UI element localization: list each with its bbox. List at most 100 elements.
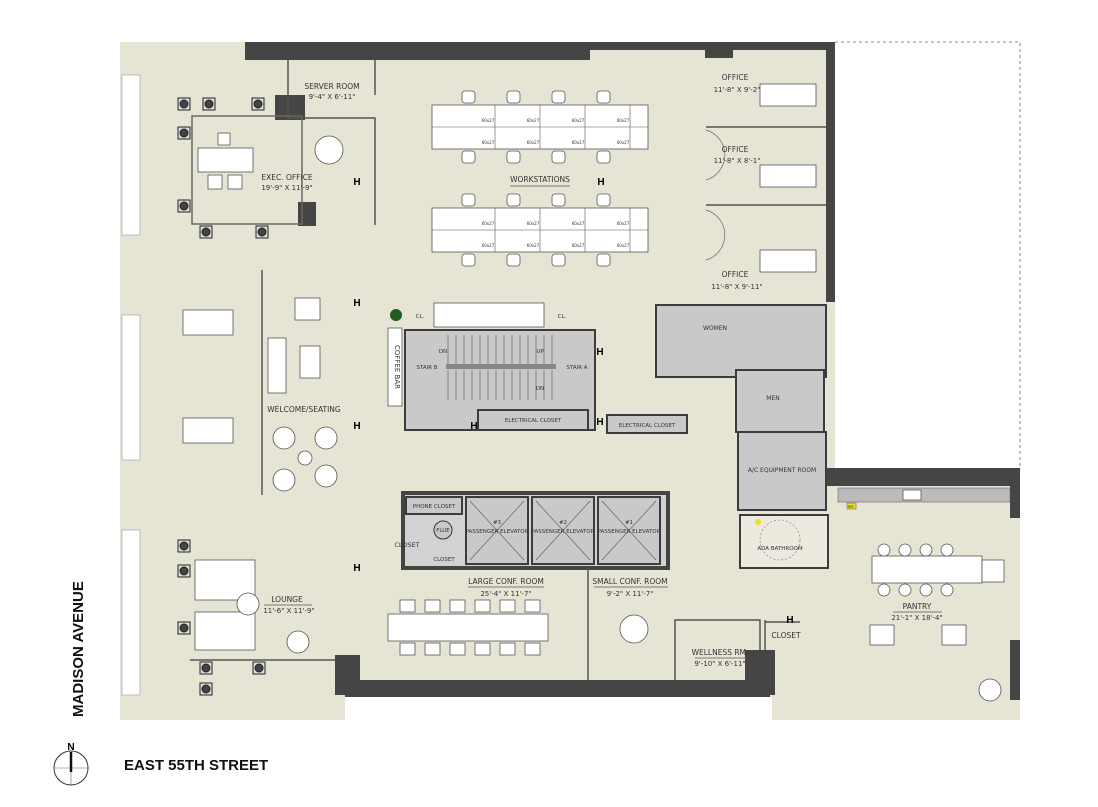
wall [826, 42, 835, 302]
chair [461, 150, 476, 164]
chair [940, 543, 954, 557]
pantry-counter [837, 487, 1011, 503]
chair [449, 642, 466, 656]
round-table [314, 135, 344, 165]
desk [759, 249, 817, 273]
small-conf-size: 9'-2" X 11'-7" [607, 590, 654, 598]
chair [461, 90, 476, 104]
sink [902, 489, 922, 501]
lounge-label: LOUNGE [271, 595, 303, 604]
elevator-number: #3 [493, 520, 502, 526]
armchair [294, 297, 321, 321]
counter [433, 302, 545, 328]
desk-size-label: 60x27 [482, 221, 495, 226]
chair [399, 642, 416, 656]
window-bay [121, 74, 141, 236]
desk-size-label: 60x27 [617, 221, 630, 226]
pantry-label: PANTRY [903, 602, 932, 611]
chair [877, 543, 891, 557]
electrical-closet-label: ELECTRICAL CLOSET [505, 418, 562, 424]
chair [499, 599, 516, 613]
chair [399, 599, 416, 613]
office-3-label: OFFICE [722, 270, 749, 279]
wall [745, 650, 775, 695]
exec-office-label: EXEC. OFFICE [261, 173, 313, 182]
closet-cl-label: CL. [416, 314, 425, 320]
closet-label: CLOSET [394, 541, 419, 549]
table [182, 417, 234, 444]
chair [506, 193, 521, 207]
chair [227, 174, 243, 190]
sofa [267, 337, 287, 394]
coffee-bar [387, 327, 403, 407]
chair [919, 543, 933, 557]
stair-rail [446, 364, 556, 369]
wall [705, 42, 733, 58]
columns [177, 97, 269, 696]
desk-size-label: 60x27 [572, 118, 585, 123]
side-table [981, 559, 1005, 583]
hydrant-mark: H [353, 563, 360, 574]
wellness-label: WELLNESS RM. [692, 648, 749, 657]
desk-size-label: 60x27 [527, 243, 540, 248]
table [182, 309, 234, 336]
office-3-size: 11'-8" X 9'-11" [711, 283, 762, 291]
chair [461, 193, 476, 207]
chair [877, 583, 891, 597]
chair [596, 253, 611, 267]
hydrant-mark: H [470, 421, 477, 432]
madison-avenue-label: MADISON AVENUE [70, 581, 87, 717]
chair [919, 583, 933, 597]
elevator-label: PASSENGER ELEVATOR [466, 529, 529, 535]
wall [1010, 640, 1020, 700]
workstations-label: WORKSTATIONS [510, 175, 570, 184]
desk [759, 83, 817, 107]
ac-equipment-room [737, 431, 827, 511]
ada-bathroom-label: ADA BATHROOM [757, 546, 802, 552]
marker-icon [755, 519, 761, 525]
round-table [619, 614, 649, 644]
server-room-size: 9'-4" X 6'-11" [309, 93, 356, 101]
chair [424, 599, 441, 613]
closet-cl-label: CL. [558, 314, 567, 320]
pantry-size: 21'-1" X 18'-4" [891, 614, 942, 622]
office-partitions [706, 126, 826, 206]
wall [1010, 468, 1020, 518]
chair [506, 253, 521, 267]
desk-size-label: 60x27 [482, 243, 495, 248]
stair-dn-label: DN [439, 349, 447, 355]
phone-closet [405, 496, 463, 515]
window-bay [121, 314, 141, 461]
elevator-number: #2 [559, 520, 567, 526]
desk-size-label: 60x27 [617, 243, 630, 248]
hydrant-mark: H [597, 177, 604, 188]
chair [551, 253, 566, 267]
chair [474, 599, 491, 613]
chair [474, 642, 491, 656]
office-2-label: OFFICE [722, 145, 749, 154]
stair-a-label: STAIR A [566, 365, 587, 371]
women-label: WOMEN [703, 325, 727, 332]
property-line [835, 41, 1021, 470]
desk [197, 147, 254, 173]
large-conf-size: 25'-4" X 11'-7" [480, 590, 531, 598]
sectional-sofa [194, 611, 256, 651]
office-doors [705, 129, 726, 261]
wellness-walls [674, 619, 761, 680]
chair [551, 150, 566, 164]
chair [499, 642, 516, 656]
stair-up-label: UP [536, 349, 544, 355]
east-55th-street-label: EAST 55TH STREET [124, 757, 268, 774]
phone-closet-label: PHONE CLOSET [413, 504, 456, 510]
hydrant-mark: H [353, 298, 360, 309]
lounge-size: 11'-6" X 11'-9" [263, 607, 314, 615]
north-arrow-icon: N [53, 742, 89, 786]
men-label: MEN [766, 395, 779, 402]
chair [461, 253, 476, 267]
desk-size-label: 60x27 [617, 118, 630, 123]
chair [506, 150, 521, 164]
chair [596, 193, 611, 207]
chair [449, 599, 466, 613]
desk-size-label: 60x27 [482, 118, 495, 123]
exec-office-size: 19'-9" X 11'-9" [261, 184, 312, 192]
